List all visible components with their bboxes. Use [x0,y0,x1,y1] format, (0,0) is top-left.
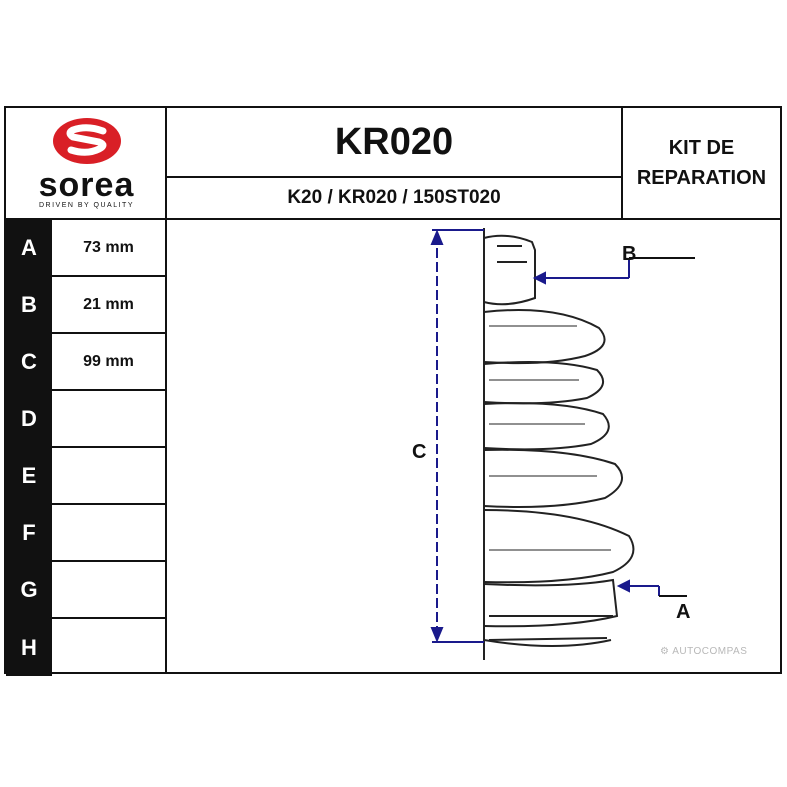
dimension-value: 73 mm [83,238,134,256]
product-sheet: sorea DRIVEN BY QUALITY KR020 K20 / KR02… [4,106,782,676]
dimension-letter: F [6,505,52,560]
dimension-value: 99 mm [83,352,134,370]
watermark-gear-icon: ⚙ [660,646,670,657]
boot-convolution-1 [483,309,606,365]
dimension-value [52,391,165,446]
dimension-c-line [430,229,484,643]
watermark-text: AUTOCOMPAS [672,646,748,657]
label-a: A [676,601,690,623]
dimension-value [52,505,165,560]
boot-top-collar [483,234,536,306]
brand-tagline: DRIVEN BY QUALITY [38,202,134,209]
product-title: KR020 [167,108,623,178]
cross-references: K20 / KR020 / 150ST020 [167,178,623,220]
dimension-row-c: C 99 mm [6,334,165,391]
dimension-b-line [532,258,630,285]
dimensions-table: A 73 mm B 21 mm C 99 mm D E F G H [6,220,167,676]
dimension-value [52,562,165,617]
dimension-letter: G [6,562,52,617]
dimension-row-e: E [6,448,165,505]
dimension-a-line [616,579,660,596]
dimension-letter: C [6,334,52,389]
dimension-letter: H [6,619,52,676]
dimension-row-a: A 73 mm [6,220,165,277]
label-b: B [622,243,636,265]
cv-boot-drawing: C B A [412,228,695,660]
dimension-letter: D [6,391,52,446]
watermark: ⚙ AUTOCOMPAS [660,646,747,657]
brand-name: sorea [38,166,135,204]
sorea-logo-icon [53,118,121,164]
kit-label: KIT DE REPARATION [623,108,780,220]
dimension-letter: B [6,277,52,332]
dimension-row-d: D [6,391,165,448]
boot-large-collar [483,578,619,628]
dimension-value: 21 mm [83,295,134,313]
logo-cell: sorea DRIVEN BY QUALITY [6,108,167,220]
boot-convolution-5 [483,509,635,584]
dimension-letter: E [6,448,52,503]
dimension-row-b: B 21 mm [6,277,165,334]
boot-convolution-3 [483,402,610,451]
dimension-row-h: H [6,619,165,676]
boot-convolution-4 [483,448,624,508]
kit-label-line1: KIT DE [668,137,735,159]
boot-convolution-2 [483,361,605,405]
kit-label-line2: REPARATION [636,167,767,189]
dimension-row-g: G [6,562,165,619]
dimension-value [52,448,165,503]
dimension-letter: A [6,220,52,275]
dimension-row-f: F [6,505,165,562]
label-c: C [412,441,426,463]
dimension-value [52,619,165,676]
